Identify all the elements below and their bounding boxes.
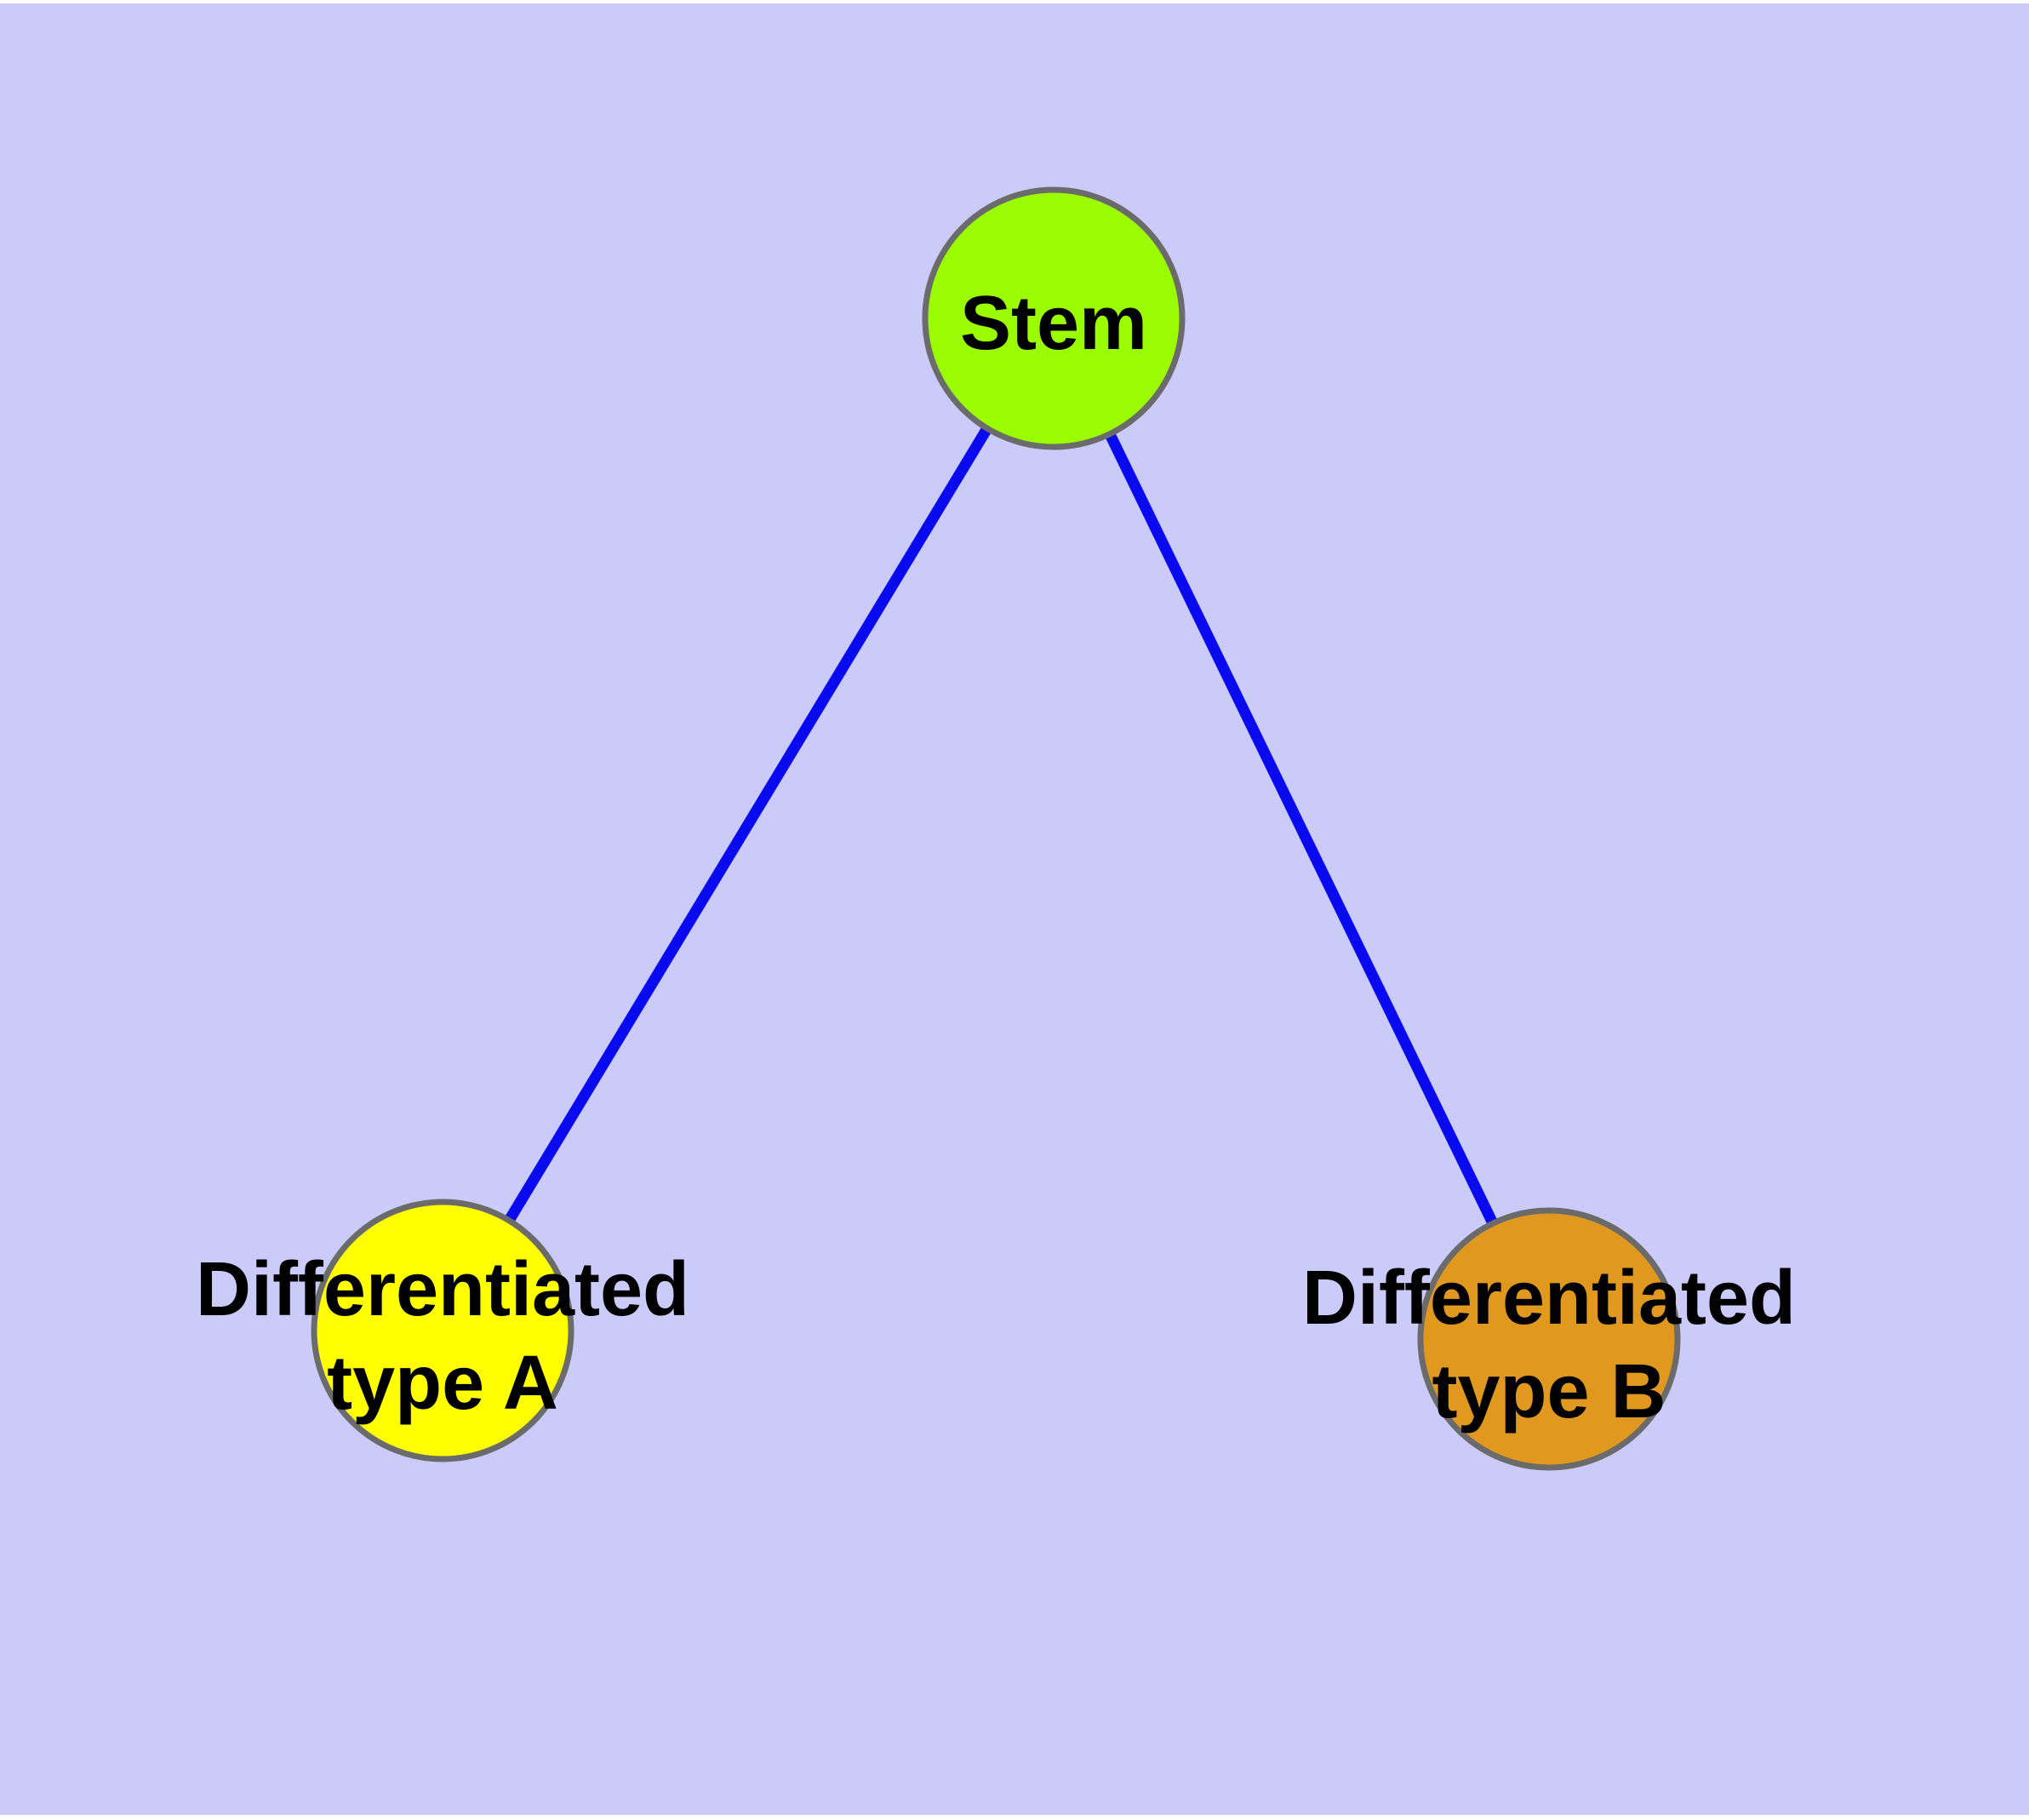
node-stem-label-line-1: Stem bbox=[960, 281, 1147, 366]
node-diff-a-label-line-1: Differentiated bbox=[196, 1247, 689, 1332]
nodes-layer bbox=[311, 186, 1681, 1471]
edge-stem-diff-a bbox=[437, 315, 1059, 1334]
edges-layer bbox=[437, 315, 1554, 1342]
node-diff-a-label-line-2: type A bbox=[327, 1341, 558, 1426]
node-diff-b-label-line-2: type B bbox=[1432, 1349, 1666, 1434]
edge-stem-diff-b bbox=[1049, 316, 1554, 1342]
node-diff-a-label: Differentiated type A bbox=[196, 1247, 689, 1426]
node-diff-a bbox=[311, 1199, 574, 1462]
node-stem bbox=[922, 186, 1186, 450]
node-diff-b bbox=[1417, 1207, 1681, 1471]
node-stem-label: Stem bbox=[960, 281, 1147, 366]
node-diff-b-label-line-1: Differentiated bbox=[1302, 1256, 1796, 1341]
